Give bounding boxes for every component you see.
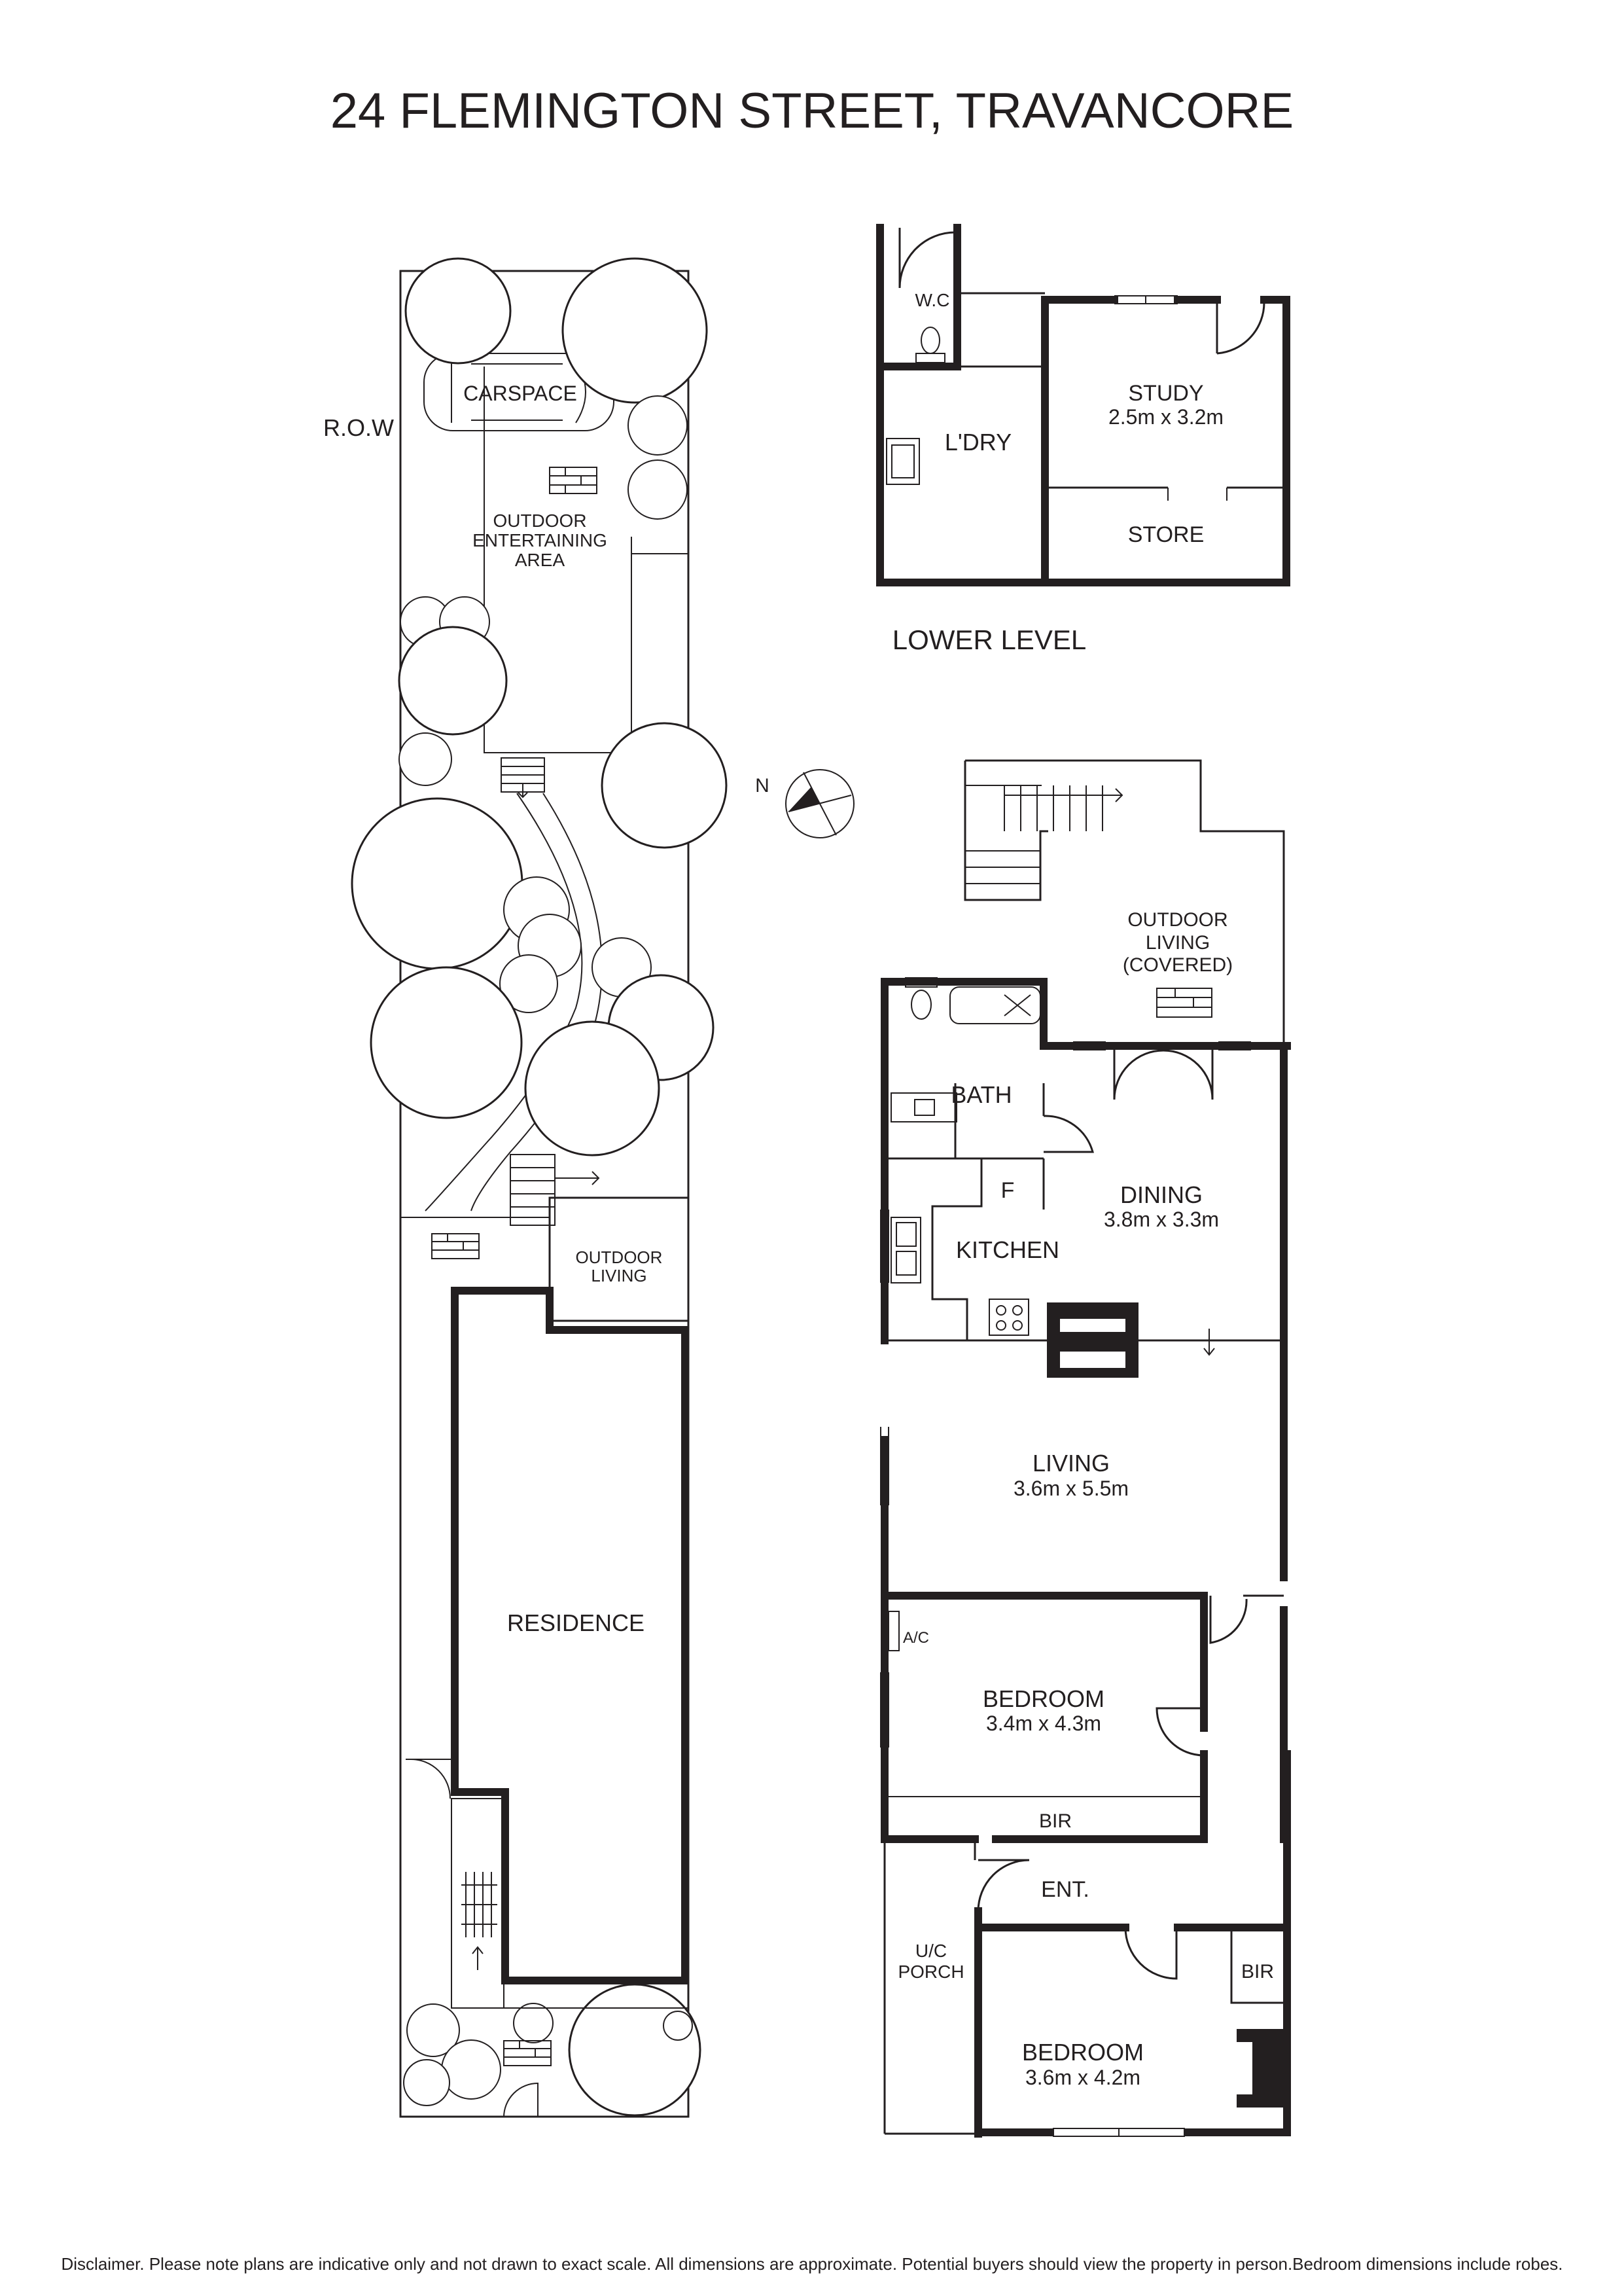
bir1-label: BIR (1039, 1810, 1072, 1832)
garden-trees (351, 257, 728, 2117)
bath-toilet-icon (905, 977, 938, 1020)
compass-north-label: N (755, 775, 769, 797)
study-window (1114, 295, 1178, 304)
residence-footprint (451, 1287, 689, 1984)
living-name: LIVING (1033, 1450, 1110, 1477)
study-dims: 2.5m x 3.2m (1108, 405, 1224, 429)
bedroom2-dims: 3.6m x 4.2m (1025, 2066, 1140, 2089)
laundry-trough-icon (886, 438, 920, 485)
deck-paving-icon (1156, 988, 1212, 1018)
window-bedroom1 (880, 1672, 889, 1748)
row-label: R.O.W (323, 414, 394, 441)
cooktop-icon (989, 1299, 1029, 1336)
ac-label: A/C (903, 1629, 929, 1647)
covered-outdoor-1: OUTDOOR (1127, 909, 1227, 931)
laundry-label: L'DRY (945, 429, 1012, 456)
window-living (880, 1427, 889, 1505)
main-level-plan: OUTDOOR LIVING (COVERED) BATH (880, 759, 1291, 2138)
bir2-label: BIR (1241, 1961, 1274, 1982)
entertaining-label-2: ENTERTAINING (472, 530, 607, 550)
garden-steps (501, 757, 545, 798)
paving-icon (549, 467, 597, 494)
rear-steps (510, 1154, 600, 1226)
bath-label: BATH (951, 1081, 1012, 1108)
paving-icon-3 (503, 2040, 552, 2066)
bedroom1-name: BEDROOM (983, 1685, 1104, 1712)
deck-double-door (1113, 1046, 1214, 1100)
store-label: STORE (1128, 522, 1205, 547)
dining-name: DINING (1120, 1181, 1203, 1208)
vanity-icon (891, 1092, 957, 1122)
site-outdoor-living (548, 1196, 690, 1322)
living-dims: 3.6m x 5.5m (1014, 1477, 1129, 1500)
wc-label: W.C (915, 290, 950, 310)
deck-stairs (965, 785, 1123, 884)
covered-outdoor-2: LIVING (1146, 932, 1210, 954)
porch-label-1: U/C (915, 1941, 947, 1961)
study-name: STUDY (1128, 381, 1203, 406)
deck-windows (1073, 1041, 1251, 1050)
bedroom1-dims: 3.4m x 4.3m (986, 1712, 1101, 1735)
window-bedroom2 (1053, 2128, 1185, 2137)
entertaining-label-1: OUTDOOR (493, 511, 586, 531)
residence-label: RESIDENCE (507, 1609, 644, 1636)
porch-label-2: PORCH (898, 1962, 964, 1982)
side-gate (410, 1759, 451, 1799)
entertaining-label-3: AREA (515, 550, 565, 570)
paving-icon-2 (431, 1233, 480, 1259)
side-paving (461, 1872, 497, 1937)
fridge-label: F (1001, 1178, 1015, 1203)
sink-icon (891, 1217, 921, 1283)
site-outdoor-living-2: LIVING (591, 1266, 646, 1285)
plan-title: 24 FLEMINGTON STREET, TRAVANCORE (330, 83, 1294, 139)
toilet-icon (915, 327, 945, 363)
bathtub-icon (949, 986, 1041, 1024)
site-plan: R.O.W CARSPACE OUTDOOR ENTERTAINING AREA (323, 257, 728, 2118)
bedroom2-name: BEDROOM (1022, 2039, 1144, 2066)
window-kitchen (880, 1210, 889, 1283)
lower-level-plan: W.C L'DRY STUDY 2.5m x 3.2m STORE (876, 224, 1290, 655)
carspace-label: CARSPACE (463, 382, 577, 405)
disclaimer-text: Disclaimer. Please note plans are indica… (61, 2254, 1562, 2274)
kitchen-label: KITCHEN (956, 1236, 1059, 1263)
entrance-label: ENT. (1041, 1877, 1089, 1902)
fireplace-icon (1047, 1302, 1139, 1378)
lot-boundary (399, 270, 690, 2118)
covered-outdoor-3: (COVERED) (1123, 954, 1233, 976)
dining-dims: 3.8m x 3.3m (1104, 1208, 1219, 1231)
compass-icon: N (755, 769, 855, 838)
site-outdoor-living-1: OUTDOOR (576, 1247, 663, 1267)
lower-level-heading: LOWER LEVEL (892, 624, 1086, 655)
